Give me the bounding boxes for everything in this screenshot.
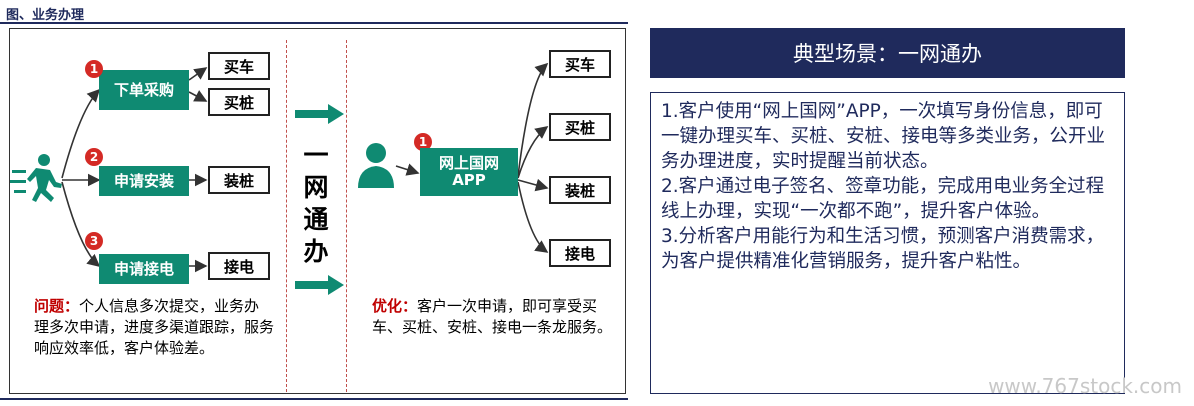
outcome-connect-power: 接电 — [549, 239, 611, 267]
arrow-step1-buypile — [188, 90, 208, 102]
diagram-frame — [9, 28, 626, 394]
step-number-badge: 1 — [85, 60, 103, 78]
scene-item-3: 3.分析客户用能行为和生活习惯，预测客户消费需求，为客户提供精准化营销服务，提升… — [661, 226, 1105, 272]
runner-icon — [10, 154, 62, 202]
outcome-install-pile: 装桩 — [549, 176, 611, 204]
outcome-connect-power: 接电 — [208, 252, 270, 280]
arrow-app-install — [517, 178, 549, 192]
step-purchase-order: 下单采购 — [99, 70, 189, 110]
bottom-rule — [0, 398, 628, 400]
app-name-line2: APP — [452, 171, 486, 189]
scene-item-2: 2.客户通过电子签名、签章功能，完成用电业务全过程线上办理，实现“一次都不跑”，… — [661, 176, 1105, 222]
user-icon — [358, 143, 394, 188]
step-apply-install: 申请安装 — [99, 166, 189, 196]
app-name-line1: 网上国网 — [438, 154, 499, 172]
optimization-label: 优化： — [372, 297, 418, 315]
arrow-runner-step3 — [61, 181, 101, 268]
scene-item-1: 1.客户使用“网上国网”APP，一次填写身份信息，即可一键办理买车、买桩、安桩、… — [661, 101, 1106, 172]
problem-note: 问题：个人信息多次提交，业务办理多次申请，进度多渠道跟踪，服务响应效率低，客户体… — [34, 296, 274, 359]
scene-description: 1.客户使用“网上国网”APP，一次填写身份信息，即可一键办理买车、买桩、安桩、… — [650, 92, 1125, 394]
step-apply-power: 申请接电 — [99, 254, 189, 284]
outcome-buy-car: 买车 — [549, 50, 611, 78]
outcome-install-pile: 装桩 — [208, 166, 270, 194]
step-number-badge: 2 — [85, 148, 103, 166]
arrow-user-app — [395, 163, 420, 176]
app-number-badge: 1 — [414, 133, 432, 151]
step-number-badge: 3 — [85, 232, 103, 250]
one-network-vertical-text: 一 网 通 办 — [303, 141, 329, 266]
title-rule — [0, 22, 628, 24]
arrow-runner-step1 — [61, 88, 101, 179]
arrow-step1-buycar — [188, 67, 208, 81]
scene-title: 典型场景：一网通办 — [650, 28, 1125, 78]
problem-label: 问题： — [34, 297, 80, 315]
app-box: 网上国网 APP — [420, 148, 518, 196]
divider-left — [286, 40, 287, 392]
figure-title: 图、业务办理 — [6, 8, 85, 23]
optimization-note: 优化：客户一次申请，即可享受买车、买桩、安桩、接电一条龙服务。 — [372, 296, 618, 338]
arrow-app-buycar — [517, 62, 549, 177]
arrow-app-buypile — [517, 126, 549, 179]
problem-text: 个人信息多次提交，业务办理多次申请，进度多渠道跟踪，服务响应效率低，客户体验差。 — [34, 297, 275, 357]
green-arrows — [295, 104, 344, 295]
outcome-buy-car: 买车 — [208, 52, 270, 80]
divider-right — [346, 40, 347, 392]
watermark: www.767stock.com — [988, 374, 1182, 398]
outcome-buy-pile: 买桩 — [549, 113, 611, 141]
outcome-buy-pile: 买桩 — [208, 88, 270, 116]
arrow-app-power — [517, 181, 549, 253]
optimization-text: 客户一次申请，即可享受买车、买桩、安桩、接电一条龙服务。 — [372, 297, 613, 336]
